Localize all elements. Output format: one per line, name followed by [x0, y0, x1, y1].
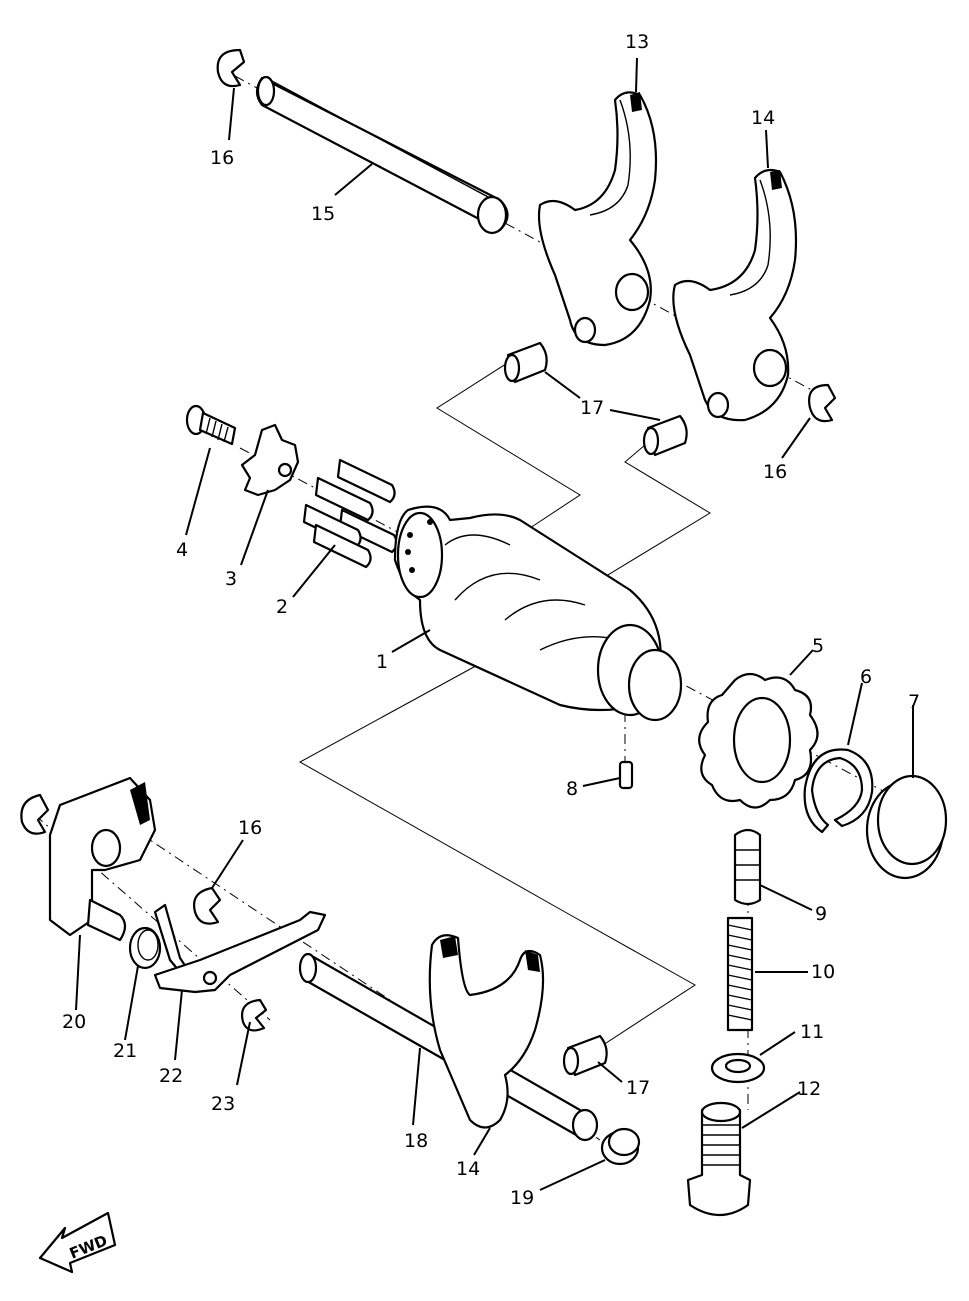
- part-12-bolt: [686, 1101, 752, 1216]
- callout-8: 8: [566, 778, 578, 800]
- part-13-shift-fork: [537, 91, 658, 347]
- callouts: 1 2 3 4 5 6 7 8 9 10 11 12 13 14 14 15 1…: [62, 31, 920, 1209]
- part-7-cap: [865, 774, 948, 880]
- callout-16-right: 16: [763, 461, 787, 483]
- callout-11: 11: [800, 1021, 824, 1043]
- part-3-segment-plate: [240, 423, 300, 497]
- part-2-pins: [302, 458, 398, 569]
- part-22-stopper-lever: [153, 910, 327, 994]
- part-1-shift-drum: [393, 505, 683, 722]
- part-5-star-plate: [698, 672, 819, 809]
- callout-7: 7: [908, 691, 920, 713]
- callout-16-lower: 16: [238, 817, 262, 839]
- callout-23: 23: [211, 1093, 235, 1115]
- part-16-circlip-right: [808, 383, 837, 423]
- part-16-circlip-left: [20, 793, 50, 835]
- part-20-shift-lever: [48, 776, 157, 942]
- callout-12: 12: [797, 1078, 821, 1100]
- callout-5: 5: [812, 635, 824, 657]
- part-9-plunger: [733, 828, 762, 906]
- callout-18: 18: [404, 1130, 428, 1152]
- part-14-shift-fork-lower: [428, 934, 545, 1129]
- part-11-washer: [710, 1052, 766, 1084]
- part-16-circlip-lower: [193, 886, 222, 925]
- forward-arrow: FWD: [38, 1211, 117, 1274]
- part-15-shift-fork-shaft: [255, 75, 509, 235]
- callout-15: 15: [311, 203, 335, 225]
- callout-16-upper: 16: [210, 147, 234, 169]
- callout-19: 19: [510, 1187, 534, 1209]
- part-4-screw: [185, 404, 237, 446]
- part-10-spring: [726, 916, 754, 1032]
- callout-22: 22: [159, 1065, 183, 1087]
- callout-17-lower: 17: [626, 1077, 650, 1099]
- part-17-guide-pin-middle: [642, 414, 688, 457]
- callout-21: 21: [113, 1040, 137, 1062]
- part-21-spring: [128, 903, 190, 974]
- callout-4: 4: [176, 539, 188, 561]
- callout-9: 9: [815, 903, 827, 925]
- part-14-shift-fork-upper: [672, 168, 798, 422]
- callout-3: 3: [225, 568, 237, 590]
- part-16-circlip-upper: [216, 48, 246, 88]
- callout-2: 2: [276, 596, 288, 618]
- part-6-circlip: [803, 748, 874, 834]
- part-17-guide-pin-upper: [503, 341, 548, 384]
- leader-lines: [75, 57, 914, 1191]
- part-23-circlip: [241, 998, 268, 1032]
- callout-17-upper: 17: [580, 397, 604, 419]
- callout-13: 13: [625, 31, 649, 53]
- part-17-guide-pin-lower: [562, 1034, 608, 1077]
- callout-20: 20: [62, 1011, 86, 1033]
- part-19-cap: [600, 1127, 641, 1166]
- callout-14-lower: 14: [456, 1158, 480, 1180]
- callout-1: 1: [376, 651, 388, 673]
- callout-10: 10: [811, 961, 835, 983]
- callout-6: 6: [860, 666, 872, 688]
- part-8-dowel: [618, 760, 634, 790]
- callout-14-upper: 14: [751, 107, 775, 129]
